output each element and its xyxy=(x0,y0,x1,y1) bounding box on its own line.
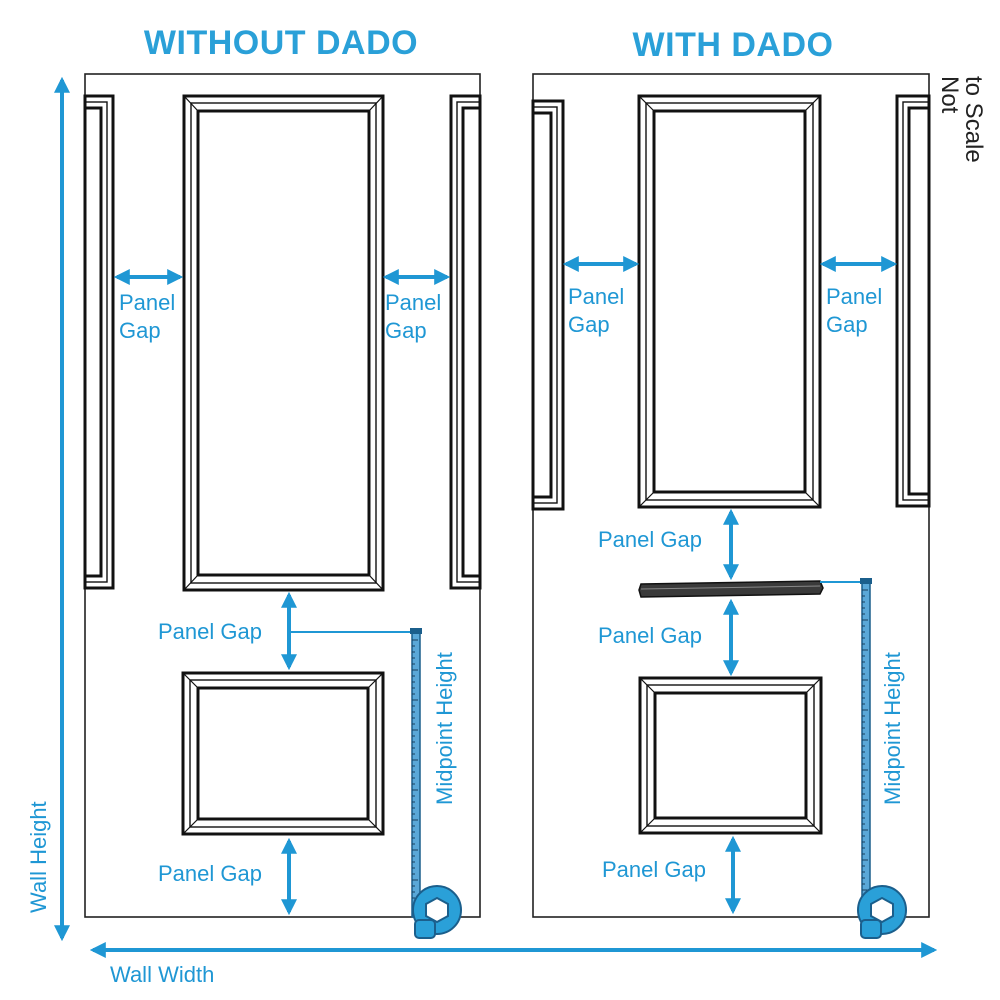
panel-gap-label-8: Panel Gap xyxy=(598,623,702,648)
panel-gap-label-6a: Panel xyxy=(826,284,882,309)
panel-upper-center-dado xyxy=(637,94,822,509)
not-to-scale-note: Not to Scale xyxy=(936,76,987,163)
wall-width-label: Wall Width xyxy=(110,962,214,987)
panel-gap-label-6b: Gap xyxy=(826,312,868,337)
midpoint-height-label-1: Midpoint Height xyxy=(432,652,457,805)
panel-left-partial-dado xyxy=(531,99,565,511)
title-with-dado: WITH DADO xyxy=(633,26,834,64)
wall-height-label: Wall Height xyxy=(26,801,51,913)
panel-gap-label-3: Panel Gap xyxy=(158,619,262,644)
panel-gap-label-7: Panel Gap xyxy=(598,527,702,552)
panel-gap-label-1a: Panel xyxy=(119,290,175,315)
panel-gap-label-5b: Gap xyxy=(568,312,610,337)
midpoint-height-label-2: Midpoint Height xyxy=(880,652,905,805)
panel-lower-dado xyxy=(638,676,823,835)
title-without-dado: WITHOUT DADO xyxy=(144,24,418,62)
note-line-2: to Scale xyxy=(960,76,987,163)
dado-rail xyxy=(638,580,824,598)
panel-left-partial xyxy=(83,94,115,590)
note-line-1: Not xyxy=(936,76,963,114)
panel-upper-center xyxy=(182,94,385,592)
panel-gap-label-4: Panel Gap xyxy=(158,861,262,886)
tape-measure-icon-dado xyxy=(857,578,907,939)
panel-gap-label-2b: Gap xyxy=(385,318,427,343)
panel-gap-label-9: Panel Gap xyxy=(602,857,706,882)
panel-gap-label-5a: Panel xyxy=(568,284,624,309)
panel-lower xyxy=(181,671,385,836)
panel-right-partial xyxy=(449,94,482,590)
panel-gap-label-1b: Gap xyxy=(119,318,161,343)
panel-gap-label-2a: Panel xyxy=(385,290,441,315)
tape-measure-icon xyxy=(410,628,462,939)
panel-right-partial-dado xyxy=(895,94,931,508)
